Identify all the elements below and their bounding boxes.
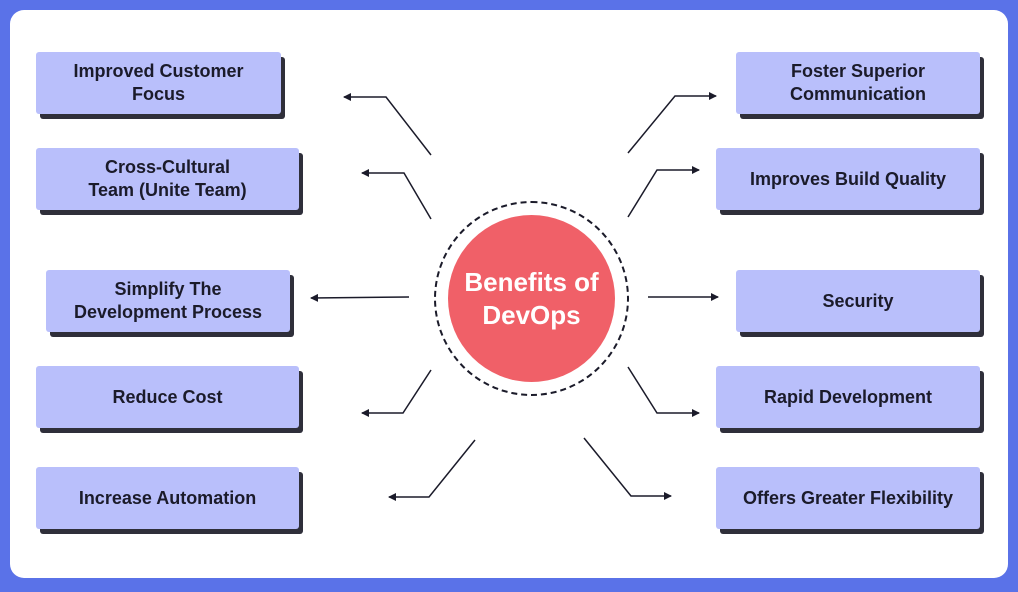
dashed-ring [434,201,629,396]
benefit-label: Security [822,290,894,311]
benefit-rapid-development: Rapid Development [716,366,980,428]
benefit-foster-superior-communication: Foster Superior Communication [736,52,980,114]
central-topic-title: Benefits of DevOps [464,266,599,330]
arrow-to-simplify-development [310,293,410,302]
benefit-label: Reduce Cost [112,386,223,407]
benefit-label: Simplify The Development Process [73,279,263,322]
arrow-to-cross-cultural-team [361,169,432,220]
benefit-offers-greater-flexibility: Offers Greater Flexibility [716,467,980,529]
benefit-label: Improves Build Quality [749,168,947,189]
benefit-label: Foster Superior Communication [789,61,926,104]
benefit-increase-automation: Increase Automation [36,467,299,529]
benefit-security: Security [736,270,980,332]
benefit-reduce-cost: Reduce Cost [36,366,299,428]
arrow-to-improves-build-quality [627,166,700,218]
benefit-improved-customer-focus: Improved Customer Focus [36,52,281,114]
benefit-simplify-development-process: Simplify The Development Process [46,270,290,332]
arrow-to-increase-automation [388,439,476,501]
benefit-label: Offers Greater Flexibility [742,487,954,508]
benefit-label: Rapid Development [763,386,933,407]
central-topic-circle: Benefits of DevOps [448,215,615,382]
arrow-to-improved-customer-focus [343,93,432,156]
benefit-cross-cultural-team: Cross-Cultural Team (Unite Team) [36,148,299,210]
benefit-label: Improved Customer Focus [73,61,244,104]
benefit-improves-build-quality: Improves Build Quality [716,148,980,210]
arrow-to-foster-communication [627,92,717,154]
arrow-to-offers-greater-flexibility [583,437,672,500]
benefit-label: Increase Automation [78,487,257,508]
benefit-label: Cross-Cultural Team (Unite Team) [88,157,247,200]
arrow-to-reduce-cost [361,369,432,417]
arrow-to-rapid-development [627,366,700,417]
